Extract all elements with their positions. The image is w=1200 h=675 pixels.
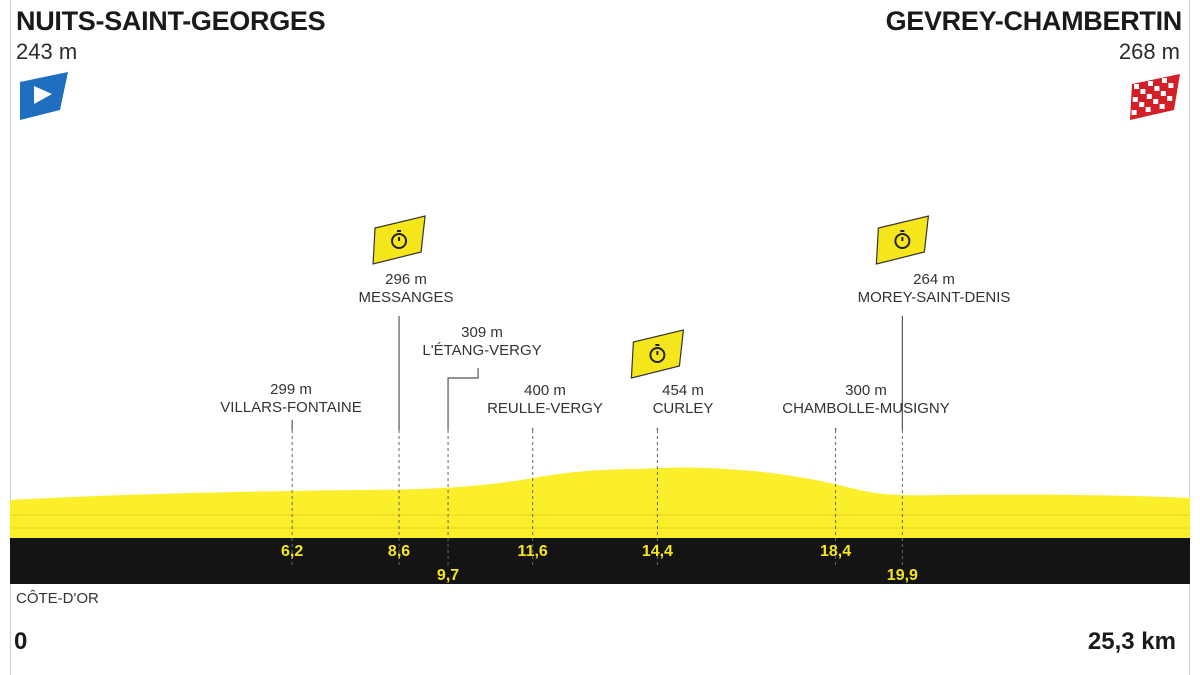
waypoint-label: 264 m MOREY-SAINT-DENIS bbox=[858, 271, 1011, 307]
waypoint-label: 309 m L'ÉTANG-VERGY bbox=[422, 324, 541, 360]
region-label: CÔTE-D'OR bbox=[16, 590, 99, 607]
waypoint-altitude: 309 m bbox=[461, 324, 503, 341]
finish-altitude: 268 m bbox=[1118, 39, 1180, 64]
waypoint-label: 454 m CURLEY bbox=[653, 382, 714, 418]
timecheck-icons bbox=[372, 215, 930, 379]
stage-profile-frame bbox=[10, 0, 1190, 675]
waypoint-name: CHAMBOLLE-MUSIGNY bbox=[782, 400, 950, 417]
distance-start: 0 bbox=[14, 628, 28, 655]
waypoint-name: MOREY-SAINT-DENIS bbox=[857, 289, 1011, 306]
waypoint-altitude: 264 m bbox=[913, 271, 955, 288]
waypoint-altitude: 400 m bbox=[524, 382, 566, 399]
km-label: 18,4 bbox=[820, 543, 851, 560]
km-label: 8,6 bbox=[388, 543, 410, 560]
waypoint-name: MESSANGES bbox=[358, 289, 454, 306]
waypoint-altitude: 299 m bbox=[270, 381, 312, 398]
waypoint-connector bbox=[447, 368, 479, 430]
distance-end: 25,3 km bbox=[1087, 628, 1176, 655]
finish-checkered-flag-icon bbox=[1130, 74, 1180, 120]
waypoint-altitude: 454 m bbox=[662, 382, 704, 399]
km-label: 9,7 bbox=[437, 567, 459, 584]
waypoint-name: L'ÉTANG-VERGY bbox=[422, 342, 542, 359]
waypoint-name: VILLARS-FONTAINE bbox=[220, 399, 362, 416]
distance-band bbox=[10, 538, 1190, 584]
start-town: NUITS-SAINT-GEORGES bbox=[16, 6, 326, 36]
stopwatch-icon bbox=[372, 215, 426, 265]
km-label: 11,6 bbox=[518, 543, 548, 560]
km-label: 14,4 bbox=[642, 543, 673, 560]
km-labels: 6,2 8,6 9,7 11,6 14,4 18,4 19,9 bbox=[281, 543, 918, 584]
waypoint-altitude: 296 m bbox=[385, 271, 427, 288]
km-label: 6,2 bbox=[281, 543, 303, 560]
waypoint-label: 300 m CHAMBOLLE-MUSIGNY bbox=[782, 382, 950, 418]
start-flag-icon bbox=[20, 72, 68, 120]
start-altitude: 243 m bbox=[16, 39, 78, 64]
finish-town: GEVREY-CHAMBERTIN bbox=[885, 6, 1183, 36]
stopwatch-icon bbox=[875, 215, 930, 265]
waypoint-name: REULLE-VERGY bbox=[487, 400, 603, 417]
waypoint-label: 400 m REULLE-VERGY bbox=[487, 382, 603, 418]
waypoint-altitude: 300 m bbox=[845, 382, 887, 399]
waypoint-label: 296 m MESSANGES bbox=[358, 271, 453, 307]
waypoint-connectors bbox=[291, 316, 903, 566]
waypoint-name: CURLEY bbox=[652, 400, 714, 417]
stopwatch-icon bbox=[630, 329, 685, 379]
waypoint-label: 299 m VILLARS-FONTAINE bbox=[220, 381, 361, 417]
elevation-profile-area bbox=[10, 467, 1190, 540]
km-label: 19,9 bbox=[887, 567, 918, 584]
